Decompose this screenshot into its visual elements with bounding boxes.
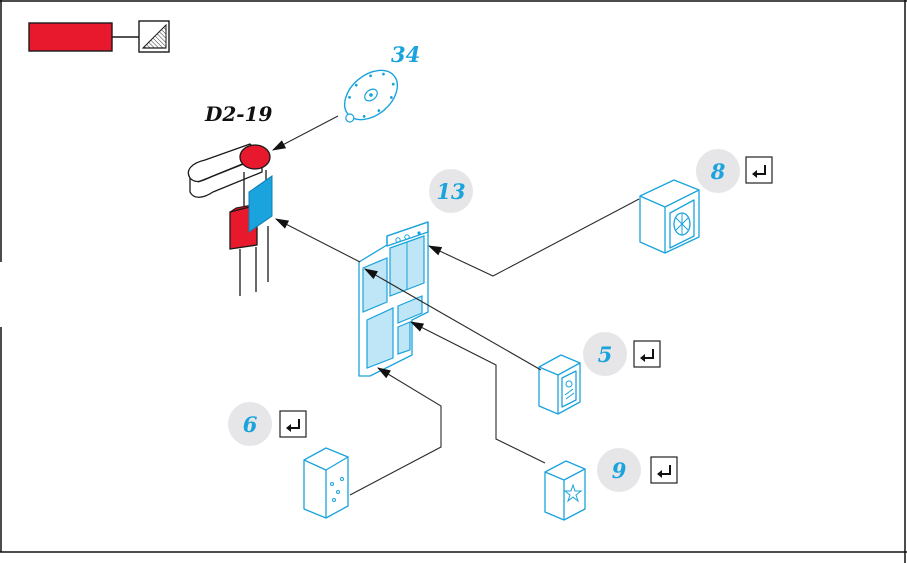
callout-9-badge: 9 <box>597 448 641 492</box>
callout-34-label: 34 <box>391 42 420 67</box>
component-box-9 <box>544 460 586 521</box>
reference-label: D2-19 <box>204 102 272 126</box>
leader-13 <box>274 218 361 263</box>
component-box-6 <box>303 447 349 519</box>
leader-8 <box>427 198 640 277</box>
red-color-swatch <box>28 22 113 52</box>
callout-6-label: 6 <box>243 412 258 437</box>
return-arrow-icon-5 <box>633 340 661 368</box>
steering-column-assembly <box>187 143 273 296</box>
callout-8-badge: 8 <box>696 149 740 193</box>
component-box-8 <box>639 179 700 254</box>
return-arrow-icon-9 <box>650 456 678 484</box>
disc-part-icon <box>343 69 399 123</box>
leader-5 <box>364 268 542 371</box>
callout-8-label: 8 <box>710 159 726 184</box>
callout-5-badge: 5 <box>583 332 627 376</box>
hatched-surface-icon <box>138 20 170 53</box>
callout-9-label: 9 <box>612 458 627 483</box>
red-joint-cap <box>239 144 271 170</box>
callout-5-label: 5 <box>598 342 613 367</box>
callout-6-badge: 6 <box>228 402 272 446</box>
return-arrow-icon-6 <box>279 410 307 438</box>
callout-13-badge: 13 <box>429 169 473 213</box>
component-box-5 <box>538 354 581 415</box>
leader-9 <box>409 321 546 464</box>
legend-block <box>28 20 170 53</box>
callout-13-label: 13 <box>436 179 465 204</box>
leader-6 <box>349 367 442 496</box>
return-arrow-icon-8 <box>745 156 773 184</box>
leader-34 <box>272 115 339 151</box>
blue-panel-highlight <box>248 175 273 233</box>
